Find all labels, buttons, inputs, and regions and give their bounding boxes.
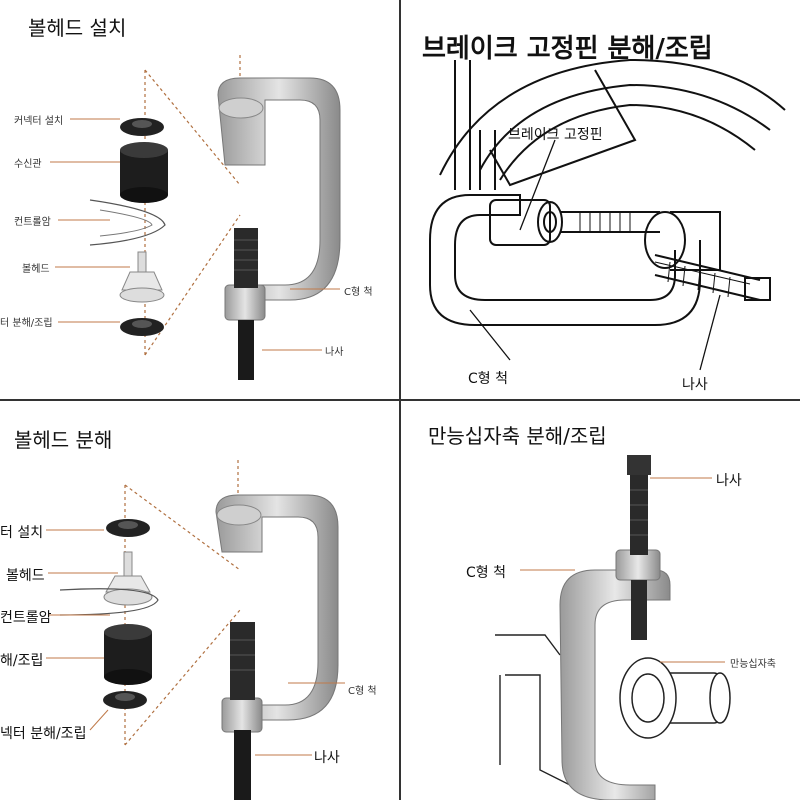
label-receiver: 해/조립	[0, 653, 44, 669]
panel-title: 볼헤드 설치	[28, 16, 127, 40]
universal-joint-illustration	[495, 455, 731, 800]
label-connector: 터 설치	[0, 525, 44, 541]
panel-universal-joint: 만능십자축 분해/조립 나사 C형 척 만능십자축	[400, 400, 800, 800]
label-bottom-part: 넥터 분해/조립	[0, 726, 87, 742]
horizontal-divider	[0, 399, 800, 401]
panel-ballhead-removal: 볼헤드 분해 터 설치 볼헤드 컨트롤암 해/조립 넥터 분해/조립 C형 척 …	[0, 400, 400, 800]
label-connector: 커넥터 설치	[14, 116, 64, 127]
label-screw: 나사	[682, 377, 708, 393]
label-screw: 나사	[716, 473, 742, 489]
panel-title: 볼헤드 분해	[14, 428, 113, 452]
label-universal-joint: 만능십자축	[730, 659, 776, 670]
label-c-chuck: C형 척	[348, 686, 377, 697]
panel-brake-pin: 브레이크 고정핀 분해/조립 브레이크 고정핀 C형 척 나사	[400, 0, 800, 400]
label-bottom-part: 터 분해/조립	[0, 318, 53, 329]
label-control-arm: 컨트롤암	[14, 217, 51, 228]
label-screw: 나사	[314, 750, 340, 766]
panel-title: 만능십자축 분해/조립	[428, 424, 607, 448]
label-c-chuck: C형 척	[466, 565, 506, 581]
label-c-chuck: C형 척	[468, 371, 508, 387]
label-receiver: 수신관	[14, 159, 42, 170]
label-screw: 나사	[325, 347, 344, 358]
label-c-chuck: C형 척	[344, 287, 373, 298]
ballhead-removal-illustration	[46, 460, 345, 800]
panel-title: 브레이크 고정핀 분해/조립	[422, 34, 713, 64]
label-ballhead: 볼헤드	[22, 264, 50, 275]
label-ballhead: 볼헤드	[6, 568, 45, 584]
ballhead-install-illustration	[50, 55, 341, 380]
brake-pin-illustration	[429, 58, 786, 371]
panel-ballhead-install: 볼헤드 설치 커넥터 설치 수신관 컨트롤암 볼헤드 터 분해/조립 C형 척 …	[0, 0, 400, 400]
label-control-arm: 컨트롤암	[0, 610, 52, 626]
label-brake-pin: 브레이크 고정핀	[508, 127, 603, 143]
